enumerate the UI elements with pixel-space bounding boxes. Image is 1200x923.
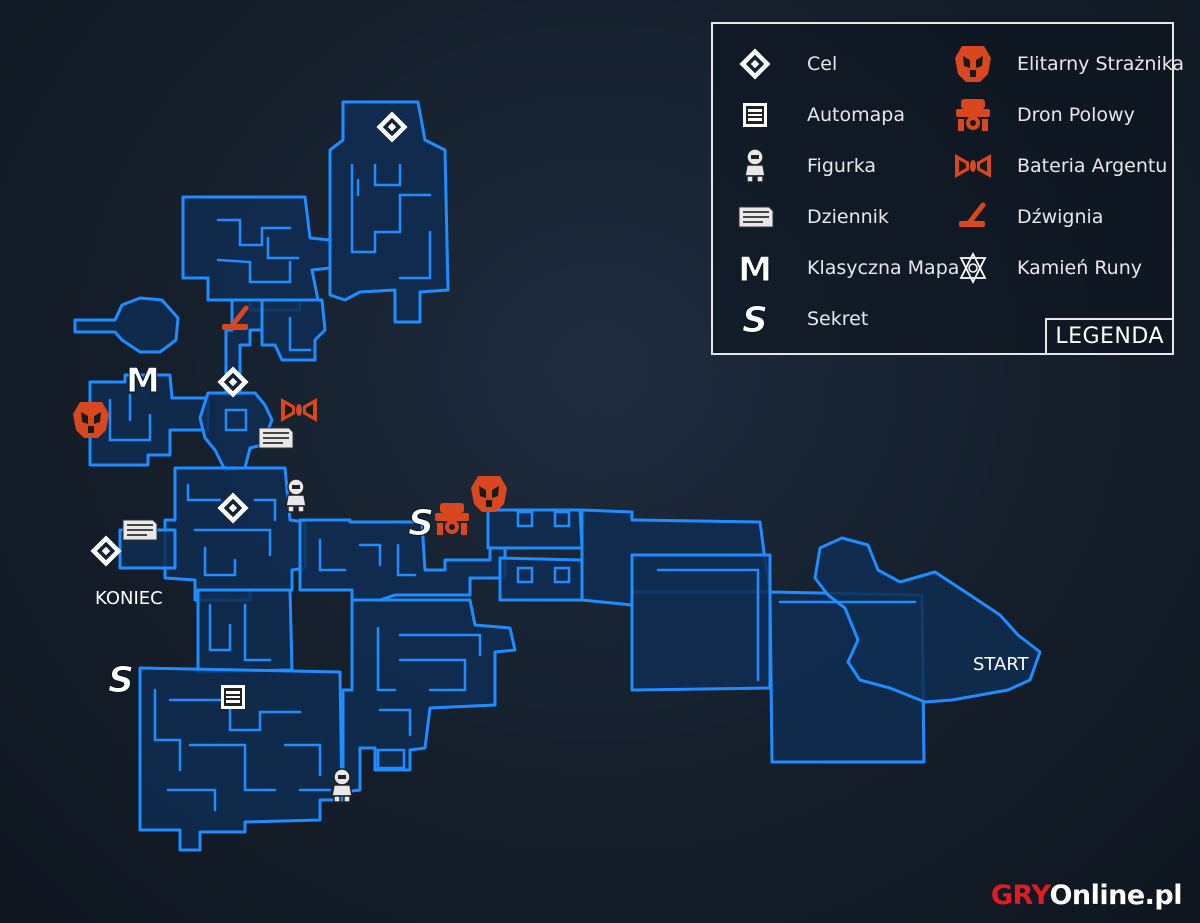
- start-label: START: [973, 654, 1030, 675]
- legend-label: Bateria Argentu: [1017, 155, 1168, 177]
- figurine-icon: [735, 146, 775, 186]
- field-drone-icon: [953, 95, 993, 135]
- end-label: KONIEC: [95, 588, 163, 609]
- legend-item-argent-cell: Bateria Argentu: [953, 146, 1167, 186]
- room-north-east-annex: [260, 298, 327, 362]
- lever-icon: [953, 197, 993, 237]
- secret-marker: S: [408, 503, 434, 544]
- legend-item-automap: Automapa: [735, 95, 905, 135]
- brand-logo-part2: Online.pl: [1049, 880, 1182, 911]
- codex-icon: [122, 519, 158, 541]
- legend-item-codex: Dziennik: [735, 197, 889, 237]
- legend-item-secret: S Sekret: [735, 299, 869, 340]
- brand-logo[interactable]: GRYOnline.pl: [990, 880, 1183, 911]
- elite-guard-icon: [953, 44, 993, 84]
- room-south-complex: [138, 666, 344, 852]
- legend-item-rune-stone: Kamień Runy: [953, 248, 1142, 288]
- room-east-hall: [630, 553, 772, 692]
- legend-label: Dźwignia: [1017, 206, 1104, 228]
- classic-map-icon: M: [735, 248, 775, 289]
- legend-item-classic-map: M Klasyczna Mapa: [735, 248, 960, 289]
- map-rooms: [73, 100, 1042, 852]
- room-north-tower: [328, 100, 450, 324]
- secret-marker: S: [108, 660, 134, 701]
- legend-item-elite-guard: Elitarny Strażnika: [953, 44, 1184, 84]
- legend: Cel Automapa Figurka Dziennik M Klasyczn…: [711, 22, 1184, 355]
- legend-label: Automapa: [807, 104, 905, 126]
- secret-icon: S: [735, 299, 775, 340]
- argent-cell-icon: [281, 398, 317, 422]
- room-start-cave: [813, 536, 1042, 704]
- legend-label: Klasyczna Mapa: [807, 257, 960, 279]
- room-north-west: [181, 195, 332, 312]
- legend-item-figurine: Figurka: [735, 146, 876, 186]
- room-central-block: [163, 466, 307, 602]
- legend-title: LEGENDA: [1045, 318, 1172, 353]
- legend-label: Elitarny Strażnika: [1017, 53, 1185, 75]
- room-west-ring: [73, 296, 180, 354]
- room-mid-hall: [298, 518, 507, 602]
- map-interior-walls: [108, 163, 917, 812]
- classic-map-marker: M: [126, 361, 160, 401]
- room-south-mid: [341, 598, 517, 794]
- legend-item-objective: Cel: [735, 44, 837, 84]
- field-drone-icon: [435, 503, 469, 535]
- elite-guard-icon: [471, 476, 507, 512]
- brand-logo-part1: GRY: [990, 880, 1050, 911]
- codex-icon: [258, 427, 294, 449]
- map-markers: M S S KONIEC START: [73, 111, 1030, 803]
- legend-label: Dziennik: [807, 206, 889, 228]
- legend-item-field-drone: Dron Polowy: [953, 95, 1135, 135]
- automap-icon: [735, 95, 775, 135]
- legend-label: Dron Polowy: [1017, 104, 1135, 126]
- legend-item-lever: Dźwignia: [953, 197, 1103, 237]
- legend-label: Sekret: [807, 308, 869, 330]
- codex-icon: [735, 197, 775, 237]
- objective-icon: [90, 535, 122, 567]
- svg-text:M: M: [738, 250, 772, 288]
- automap-icon: [221, 685, 245, 709]
- legend-label: Figurka: [807, 155, 877, 177]
- diamond-icon: [735, 44, 775, 84]
- legend-label: Kamień Runy: [1017, 257, 1143, 279]
- argent-cell-icon: [953, 146, 993, 186]
- rune-stone-icon: [953, 248, 993, 288]
- figurine-icon: [285, 478, 307, 513]
- legend-label: Cel: [807, 53, 838, 75]
- room-central-hub: [198, 391, 274, 472]
- svg-text:S: S: [742, 300, 768, 339]
